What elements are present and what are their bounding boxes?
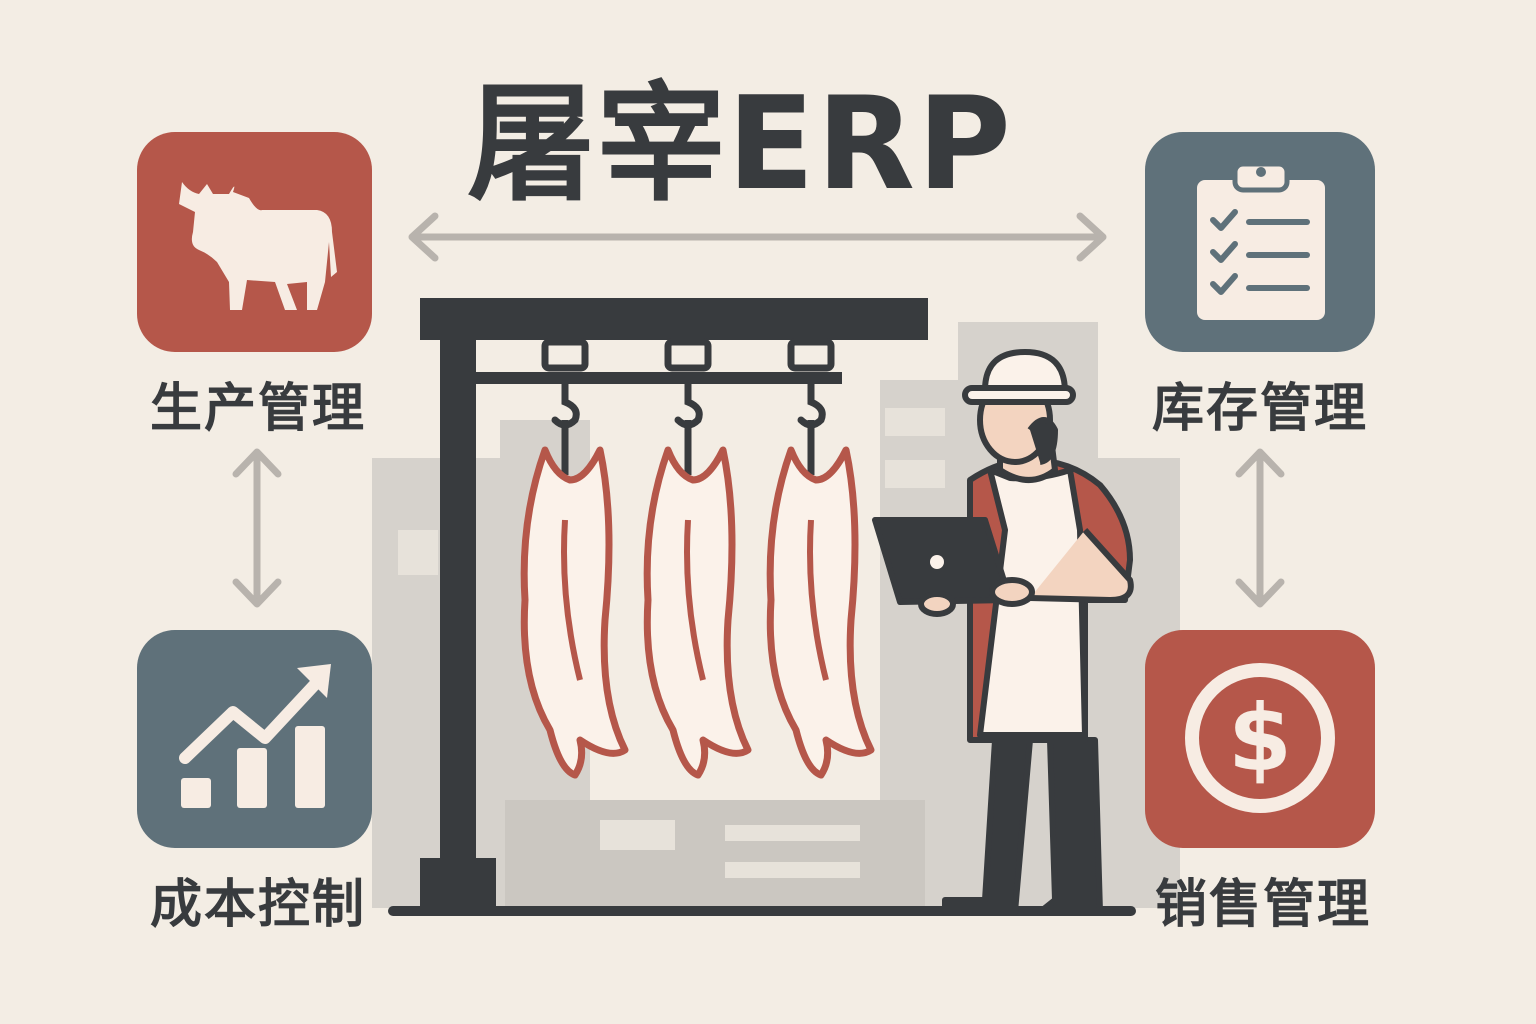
growth-chart-icon	[179, 664, 331, 808]
cow-icon	[179, 182, 337, 310]
clipboard-checklist-icon	[1197, 161, 1325, 320]
production-management-label: 生产管理	[149, 379, 366, 439]
cost-control-label: 成本控制	[149, 875, 366, 935]
production-management-tile[interactable]	[137, 132, 372, 352]
worker-with-laptop	[872, 349, 1134, 915]
inventory-management-tile[interactable]	[1145, 132, 1375, 352]
sales-management-label: 销售管理	[1154, 875, 1371, 935]
hanging-rack	[388, 298, 1136, 916]
svg-text:$: $	[1228, 685, 1292, 792]
sales-management-tile[interactable]: $	[1145, 630, 1375, 848]
cost-control-tile[interactable]	[137, 630, 372, 848]
inventory-management-label: 库存管理	[1151, 379, 1368, 439]
carcasses	[520, 338, 871, 779]
page-title: 屠宰ERP	[467, 70, 1013, 219]
connector-arrows	[232, 212, 1285, 608]
dollar-coin-icon: $	[1185, 663, 1335, 813]
